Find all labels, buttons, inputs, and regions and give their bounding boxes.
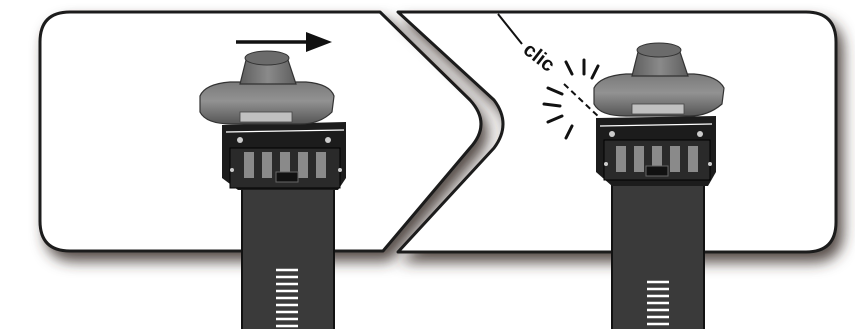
mount-assembly-step-1 xyxy=(199,50,346,329)
mount-assembly-step-2 xyxy=(593,42,725,329)
click-burst-icon xyxy=(542,58,600,140)
strap-size-marks xyxy=(647,280,669,326)
lock-button-cap xyxy=(593,42,725,117)
strap xyxy=(611,175,705,329)
arrow-right-icon xyxy=(236,32,332,52)
strap-size-marks xyxy=(276,268,298,328)
strap xyxy=(241,171,335,329)
rack-frame xyxy=(222,122,346,190)
lock-button-cap xyxy=(199,50,335,125)
rack-frame xyxy=(596,116,716,186)
